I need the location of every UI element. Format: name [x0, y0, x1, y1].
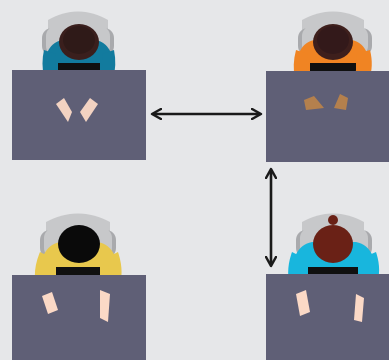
desk	[12, 275, 146, 360]
head	[313, 24, 353, 60]
worker-bottom-left	[12, 214, 146, 360]
worker-top-left	[12, 12, 146, 161]
worker-top-right	[266, 12, 389, 163]
head	[59, 24, 99, 60]
desk	[266, 71, 389, 162]
worker-bottom-right	[266, 214, 389, 360]
desk	[12, 70, 146, 160]
desk	[266, 274, 389, 360]
head	[58, 225, 100, 263]
